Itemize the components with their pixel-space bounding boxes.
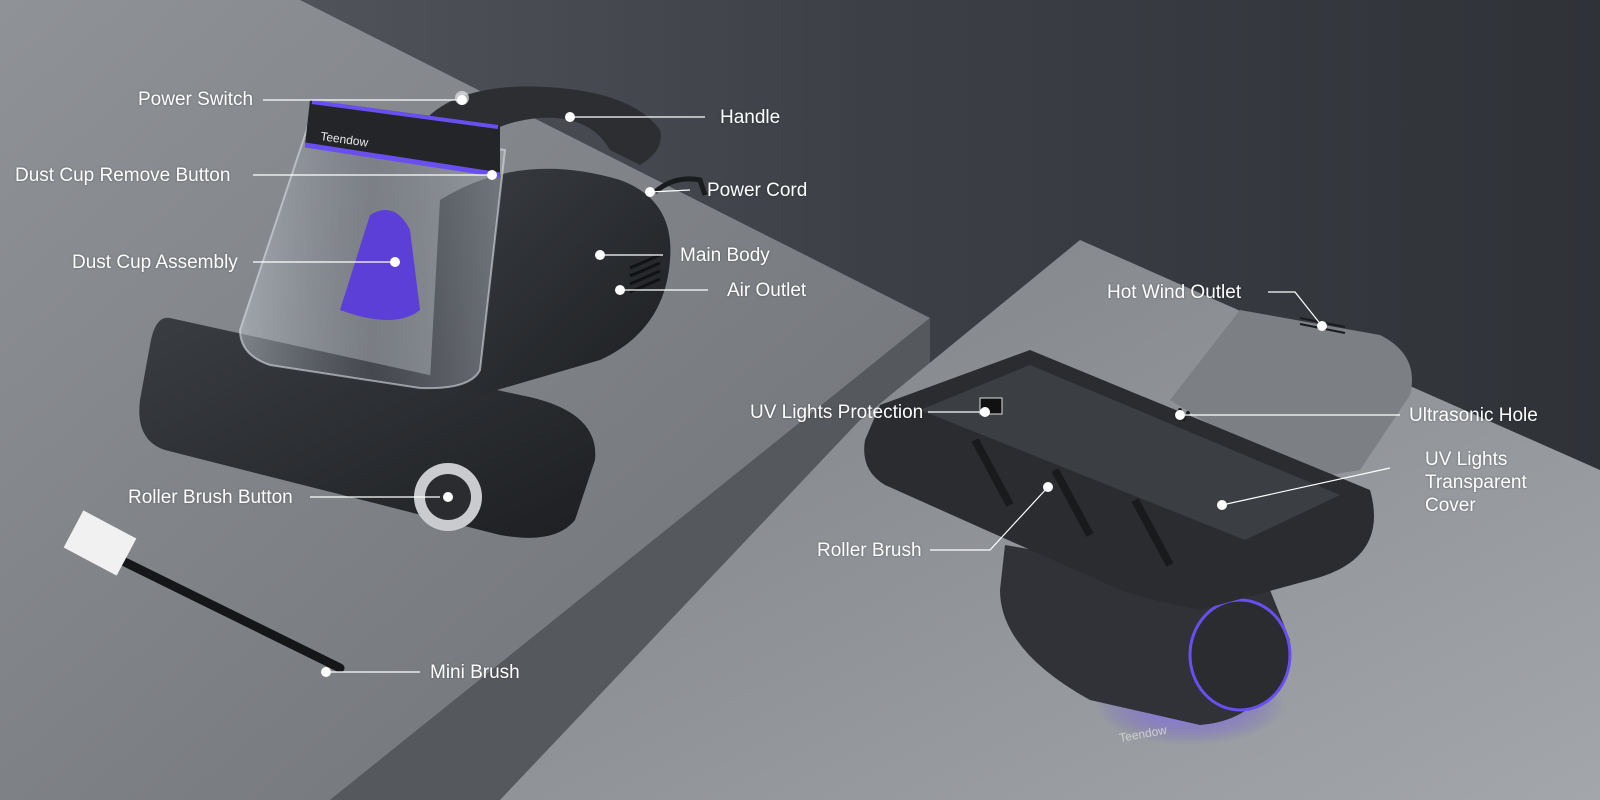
mini-brush-illustration <box>63 510 345 673</box>
leader-power-cord <box>649 189 691 193</box>
handheld-vacuum: Teendow <box>139 86 708 538</box>
neck-plate <box>1170 310 1412 480</box>
label-uv-lights-transparent-cover: UV Lights Transparent Cover <box>1425 448 1555 517</box>
base-housing <box>139 317 596 538</box>
label-hot-wind-outlet: Hot Wind Outlet <box>1107 282 1242 303</box>
dust-cone <box>340 210 420 320</box>
uv-accent-strip <box>304 142 501 178</box>
brush-head: Teendow <box>864 310 1412 745</box>
label-handle: Handle <box>720 107 781 128</box>
label-main-body: Main Body <box>680 245 770 266</box>
label-power-cord: Power Cord <box>707 180 808 201</box>
label-uv-lights-protection: UV Lights Protection <box>750 402 924 423</box>
label-dust-cup-remove-button: Dust Cup Remove Button <box>15 165 231 186</box>
handle-shape <box>430 86 661 165</box>
label-roller-brush: Roller Brush <box>817 540 922 561</box>
label-uv-cover-line-2: Transparent <box>1425 472 1527 493</box>
label-ultrasonic-hole: Ultrasonic Hole <box>1409 405 1538 426</box>
cup-brand-text: Teendow <box>320 129 370 150</box>
label-uv-cover-line-1: UV Lights <box>1425 449 1508 470</box>
leader-lines <box>253 99 1400 673</box>
label-roller-brush-button: Roller Brush Button <box>128 487 293 508</box>
roller-ribs <box>971 438 1174 567</box>
leader-hot-wind-outlet <box>1268 291 1323 327</box>
left-platform-side <box>330 318 930 800</box>
power-cord-shape <box>653 176 708 196</box>
leader-dots <box>321 95 1327 677</box>
wheel-left <box>1188 598 1292 712</box>
leader-uv-cover <box>1221 467 1391 506</box>
leader-roller-brush <box>930 486 1049 551</box>
label-air-outlet: Air Outlet <box>727 280 807 301</box>
label-power-switch: Power Switch <box>138 89 254 110</box>
label-dust-cup-assembly: Dust Cup Assembly <box>72 252 238 273</box>
label-uv-cover-line-3: Cover <box>1425 495 1476 516</box>
uv-accent-top <box>311 100 499 129</box>
head-front-plate <box>920 365 1340 540</box>
label-mini-brush: Mini Brush <box>430 662 520 683</box>
mini-brush-bristles <box>63 510 137 576</box>
